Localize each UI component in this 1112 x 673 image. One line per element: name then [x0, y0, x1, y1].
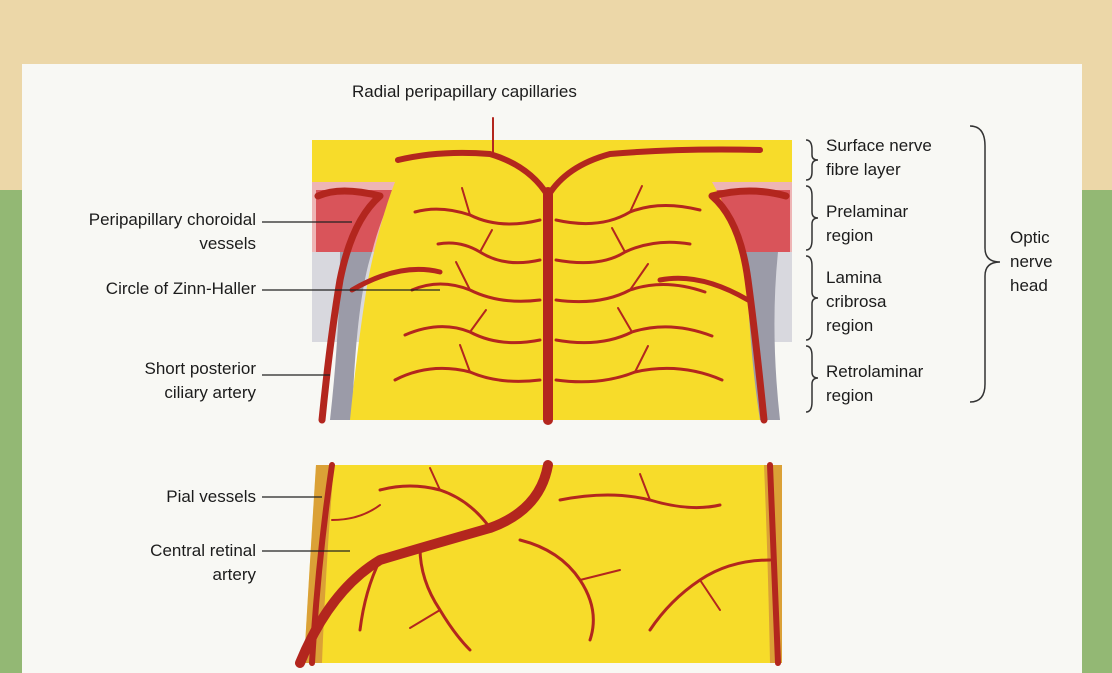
brace-lamina [806, 256, 818, 340]
label-central-retinal-2: artery [213, 563, 256, 587]
label-onh-2: nerve [1010, 250, 1053, 274]
label-onh-3: head [1010, 274, 1048, 298]
label-short-posterior-2: ciliary artery [164, 381, 256, 405]
label-zinn-haller: Circle of Zinn-Haller [106, 277, 256, 301]
label-short-posterior-1: Short posterior [145, 357, 257, 381]
label-onh-1: Optic [1010, 226, 1050, 250]
label-prelaminar-1: Prelaminar [826, 200, 908, 224]
label-lamina-2: cribrosa [826, 290, 886, 314]
label-surface-1: Surface nerve [826, 134, 932, 158]
label-lamina-1: Lamina [826, 266, 882, 290]
brace-retrolaminar [806, 346, 818, 412]
label-pial-vessels: Pial vessels [166, 485, 256, 509]
label-peripapillary-1: Peripapillary choroidal [89, 208, 256, 232]
label-prelaminar-2: region [826, 224, 873, 248]
brace-optic-nerve-head [970, 126, 1000, 402]
label-peripapillary-2: vessels [199, 232, 256, 256]
brace-prelaminar [806, 186, 818, 250]
label-retrolaminar-2: region [826, 384, 873, 408]
label-central-retinal-1: Central retinal [150, 539, 256, 563]
label-radial-capillaries: Radial peripapillary capillaries [352, 80, 577, 104]
brace-surface [806, 140, 818, 180]
label-retrolaminar-1: Retrolaminar [826, 360, 923, 384]
label-surface-2: fibre layer [826, 158, 901, 182]
label-lamina-3: region [826, 314, 873, 338]
